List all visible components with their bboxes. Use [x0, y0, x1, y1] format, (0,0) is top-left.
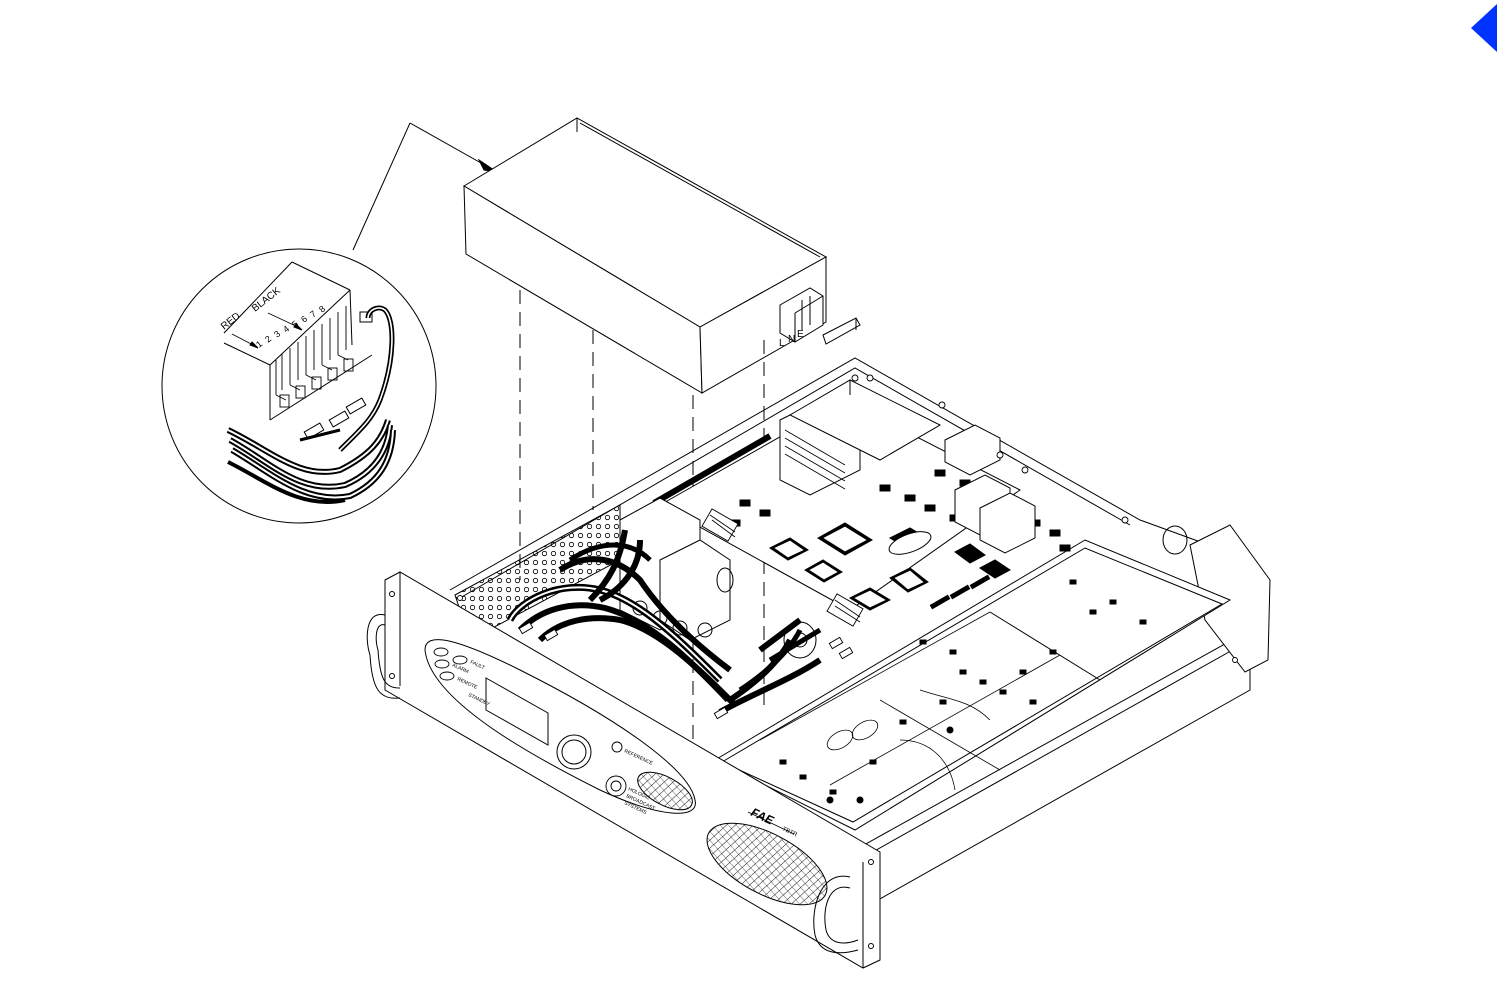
terminal-block: [224, 262, 372, 439]
previous-page-button[interactable]: [1461, 0, 1501, 56]
terminal-detail-view: RED BLACK 1 2 3 4 5 6 7 8: [162, 123, 497, 523]
terminal-number: 2: [263, 334, 273, 345]
terminal-number: 3: [272, 329, 282, 340]
terminal-number: 4: [281, 324, 291, 335]
red-wire-label: RED: [219, 311, 242, 333]
terminal-number: 1: [254, 339, 264, 350]
left-triangle-icon[interactable]: [1471, 4, 1497, 52]
terminal-number: 6: [299, 314, 309, 325]
terminal-number-labels: 1 2 3 4 5 6 7 8: [254, 304, 327, 350]
wire-harness-detail: [228, 308, 393, 502]
black-wire-label: BLACK: [250, 285, 283, 314]
terminal-label-n: N: [788, 334, 795, 345]
terminal-label-e: E: [797, 329, 804, 340]
terminal-number: 7: [308, 309, 318, 320]
terminal-label-l: L: [779, 338, 785, 349]
